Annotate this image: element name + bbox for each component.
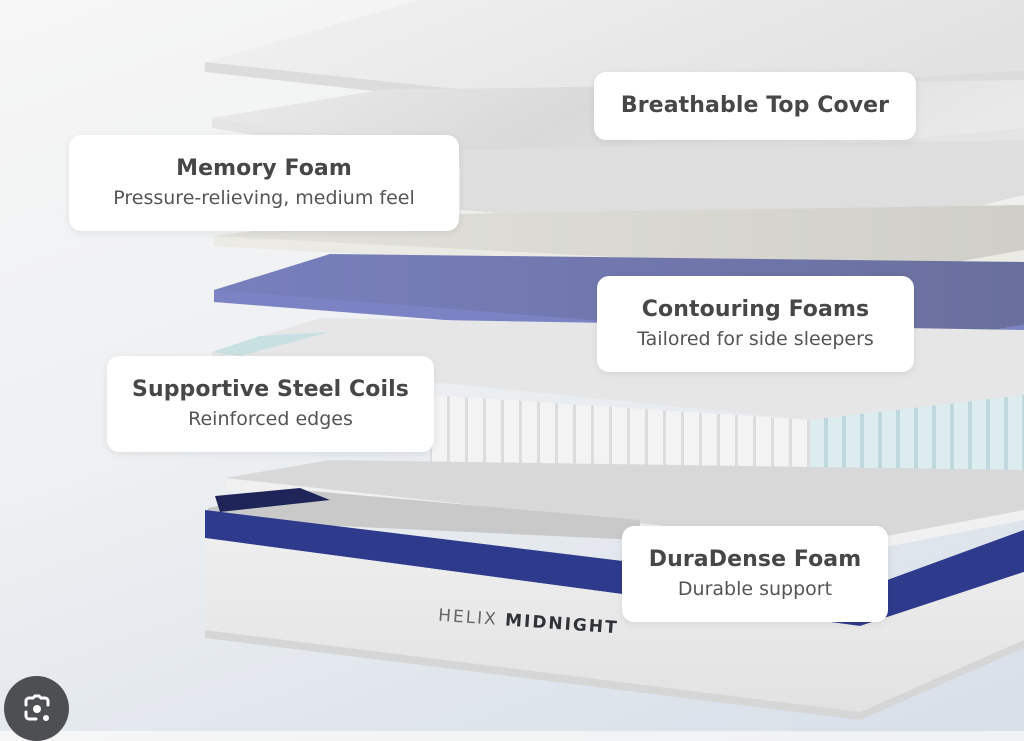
label-subtitle: Durable support (677, 578, 833, 600)
label-breathable-top-cover: Breathable Top Cover (594, 72, 916, 140)
brand-prefix: HELIX (437, 605, 499, 630)
label-subtitle: Pressure-relieving, medium feel (113, 187, 415, 209)
label-contouring-foams: Contouring Foams Tailored for side sleep… (597, 276, 914, 372)
label-title: Breathable Top Cover (620, 93, 890, 118)
label-title: Supportive Steel Coils (132, 377, 409, 402)
label-supportive-steel-coils: Supportive Steel Coils Reinforced edges (107, 356, 434, 452)
label-memory-foam: Memory Foam Pressure-relieving, medium f… (69, 135, 459, 231)
layer-duradense-foam (225, 460, 1024, 556)
label-title: Memory Foam (176, 156, 352, 181)
label-title: DuraDense Foam (648, 547, 862, 572)
label-subtitle: Reinforced edges (188, 408, 353, 430)
visual-search-button[interactable] (4, 676, 69, 741)
label-subtitle: Tailored for side sleepers (637, 328, 874, 350)
label-title: Contouring Foams (641, 297, 870, 322)
visual-search-icon (24, 694, 49, 721)
label-duradense-foam: DuraDense Foam Durable support (622, 526, 888, 622)
